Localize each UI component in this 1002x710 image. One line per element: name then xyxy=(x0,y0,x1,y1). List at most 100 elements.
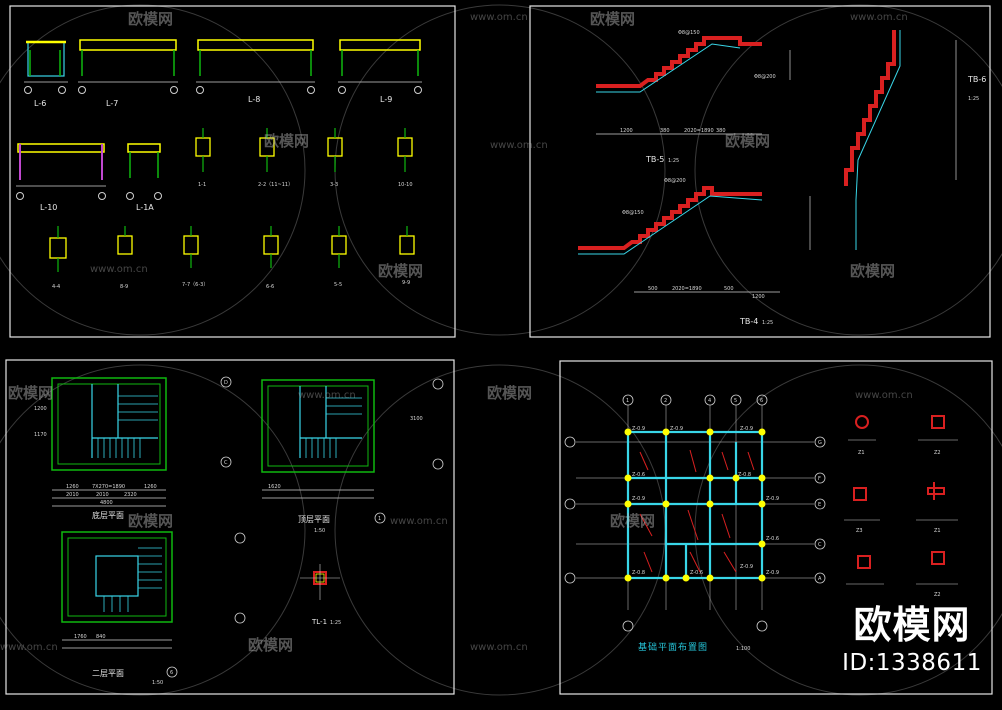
watermark-url-6: www.om.cn xyxy=(855,390,913,401)
plan-title-bottom: 底层平面 xyxy=(92,510,124,520)
footing-label-11: Z-0.6 xyxy=(690,570,703,576)
plan-second xyxy=(61,531,173,649)
plan-dim-3: 1260 xyxy=(144,484,157,490)
sections-row1-columns xyxy=(202,128,406,172)
plan-axis-bubbles xyxy=(166,376,444,678)
stair-dim-4: 380 xyxy=(716,128,726,134)
stair-dim-2: 380 xyxy=(660,128,670,134)
foundation-axis-c: C xyxy=(818,542,822,548)
plan-scale-top: 1:50 xyxy=(314,528,325,534)
watermark-url-5: www.om.cn xyxy=(298,390,356,401)
plan-dim-4: 2010 xyxy=(66,492,79,498)
stair-dim-5: 500 xyxy=(648,286,658,292)
frame-foundation xyxy=(559,360,993,695)
label-section-6-6: 6-6 xyxy=(266,284,274,290)
watermark-5: 欧模网 xyxy=(850,262,895,280)
foundation-beams xyxy=(626,430,764,580)
label-tb4-scale: 1:25 xyxy=(762,320,773,326)
watermark-url-3: www.om.cn xyxy=(490,140,548,151)
watermark-url-4: www.om.cn xyxy=(90,264,148,275)
panel-stairs: 1200 380 2020=1890 380 500 2020=1890 500… xyxy=(578,30,986,326)
plan-axis-6: 6 xyxy=(170,670,173,676)
foundation-scale: 1:100 xyxy=(736,646,750,652)
plan-title-second: 二层平面 xyxy=(92,669,124,678)
detail-label-z3: Z3 xyxy=(856,528,863,534)
label-tl1: TL-1 xyxy=(311,618,327,626)
plan-dim-10: 840 xyxy=(96,634,106,640)
footing-label-7: Z-0.9 xyxy=(766,496,779,502)
watermark-url-9: www.om.cn xyxy=(470,642,528,653)
watermark-1: 欧模网 xyxy=(590,10,635,28)
label-section-10-10: 10-10 xyxy=(398,182,413,188)
label-section-3-3: 3-3 xyxy=(330,182,338,188)
stair-tb4-bottom xyxy=(578,195,763,255)
watermark-arcs xyxy=(0,4,1002,696)
label-section-1-1: 1-1 xyxy=(198,182,206,188)
frame-plans xyxy=(5,359,455,695)
foundation-axis-2: 2 xyxy=(664,398,667,404)
plan-dim-5: 2010 xyxy=(96,492,109,498)
plan-dim-6: 2320 xyxy=(124,492,137,498)
plan-axis-c: C xyxy=(224,460,228,466)
foundation-axis-1: 1 xyxy=(626,398,629,404)
label-tl1-scale: 1:25 xyxy=(330,620,341,626)
label-section-2-2: 2-2（11~11） xyxy=(258,182,293,188)
plan-dim-12: 1200 xyxy=(34,406,47,412)
brand-id: ID:1338611 xyxy=(842,650,982,676)
footing-label-4: Z-0.6 xyxy=(632,472,645,478)
footing-label-3: Z-0.9 xyxy=(740,426,753,432)
plan-axis-1: 1 xyxy=(378,516,381,522)
foundation-details xyxy=(844,415,958,585)
stair-note-3: Φ8@150 xyxy=(622,210,644,216)
stair-dim-1: 1200 xyxy=(620,128,633,134)
watermark-3: 欧模网 xyxy=(264,132,309,150)
plan-dim-11: 1170 xyxy=(34,432,47,438)
watermark-url-2: www.om.cn xyxy=(470,12,528,23)
plan-dim-7: 4800 xyxy=(100,500,113,506)
watermark-6: 欧模网 xyxy=(378,262,423,280)
stair-note-4: Φ8@200 xyxy=(754,74,776,80)
label-l8: L-8 xyxy=(248,95,260,104)
panel-plans: D C 1 6 1260 7X270=1890 1260 2010 2010 2… xyxy=(34,376,444,686)
stair-note-2: Φ8@200 xyxy=(664,178,686,184)
footing-label-2: Z-0.9 xyxy=(670,426,683,432)
detail-label-z2b: Z2 xyxy=(934,592,941,598)
watermark-11: 欧模网 xyxy=(248,636,293,654)
watermark-8: 欧模网 xyxy=(8,384,53,402)
plan-scale-second: 1:50 xyxy=(152,680,163,686)
panel-foundation: Z-0.9 Z-0.9 Z-0.9 Z-0.6 Z-0.8 Z-0.9 Z-0.… xyxy=(564,394,958,653)
plan-dim-2: 7X270=1890 xyxy=(92,484,125,490)
label-tb6: TB-6 xyxy=(967,75,986,84)
beam-l10 xyxy=(16,143,106,200)
label-section-4-4: 4-4 xyxy=(52,284,60,290)
watermark-7: 欧模网 xyxy=(487,384,532,402)
plan-dim-8: 1620 xyxy=(268,484,281,490)
stair-dim-8: 1200 xyxy=(752,294,765,300)
detail-label-z1: Z1 xyxy=(858,450,865,456)
watermark-url-1: www.om.cn xyxy=(850,12,908,23)
beam-l6 xyxy=(24,40,68,94)
sections-row2 xyxy=(49,235,415,259)
stair-dim-3: 2020=1890 xyxy=(684,128,714,134)
foundation-rebar-marks xyxy=(639,449,755,573)
plan-title-top: 顶层平面 xyxy=(298,515,330,524)
plan-bottom xyxy=(51,377,167,507)
footing-label-12: Z-0.9 xyxy=(740,564,753,570)
detail-label-z1b: Z1 xyxy=(934,528,941,534)
detail-label-z2: Z2 xyxy=(934,450,941,456)
label-section-5-5: 5-5 xyxy=(334,282,342,288)
label-l7: L-7 xyxy=(106,99,118,108)
label-l10: L-10 xyxy=(40,203,57,212)
label-section-9-9: 9-9 xyxy=(402,280,410,286)
label-l1a: L-1A xyxy=(136,203,154,212)
brand-badge: 欧模网 ID:1338611 xyxy=(842,606,982,675)
stair-tb4-profile xyxy=(578,186,762,250)
foundation-columns xyxy=(624,428,766,582)
label-tb6-scale: 1:25 xyxy=(968,96,979,102)
label-l9: L-9 xyxy=(380,95,392,104)
footing-label-6: Z-0.9 xyxy=(632,496,645,502)
footing-label-8: Z-0.6 xyxy=(766,536,779,542)
tl1-detail xyxy=(300,564,340,600)
stair-tb5-bottom xyxy=(596,43,741,93)
